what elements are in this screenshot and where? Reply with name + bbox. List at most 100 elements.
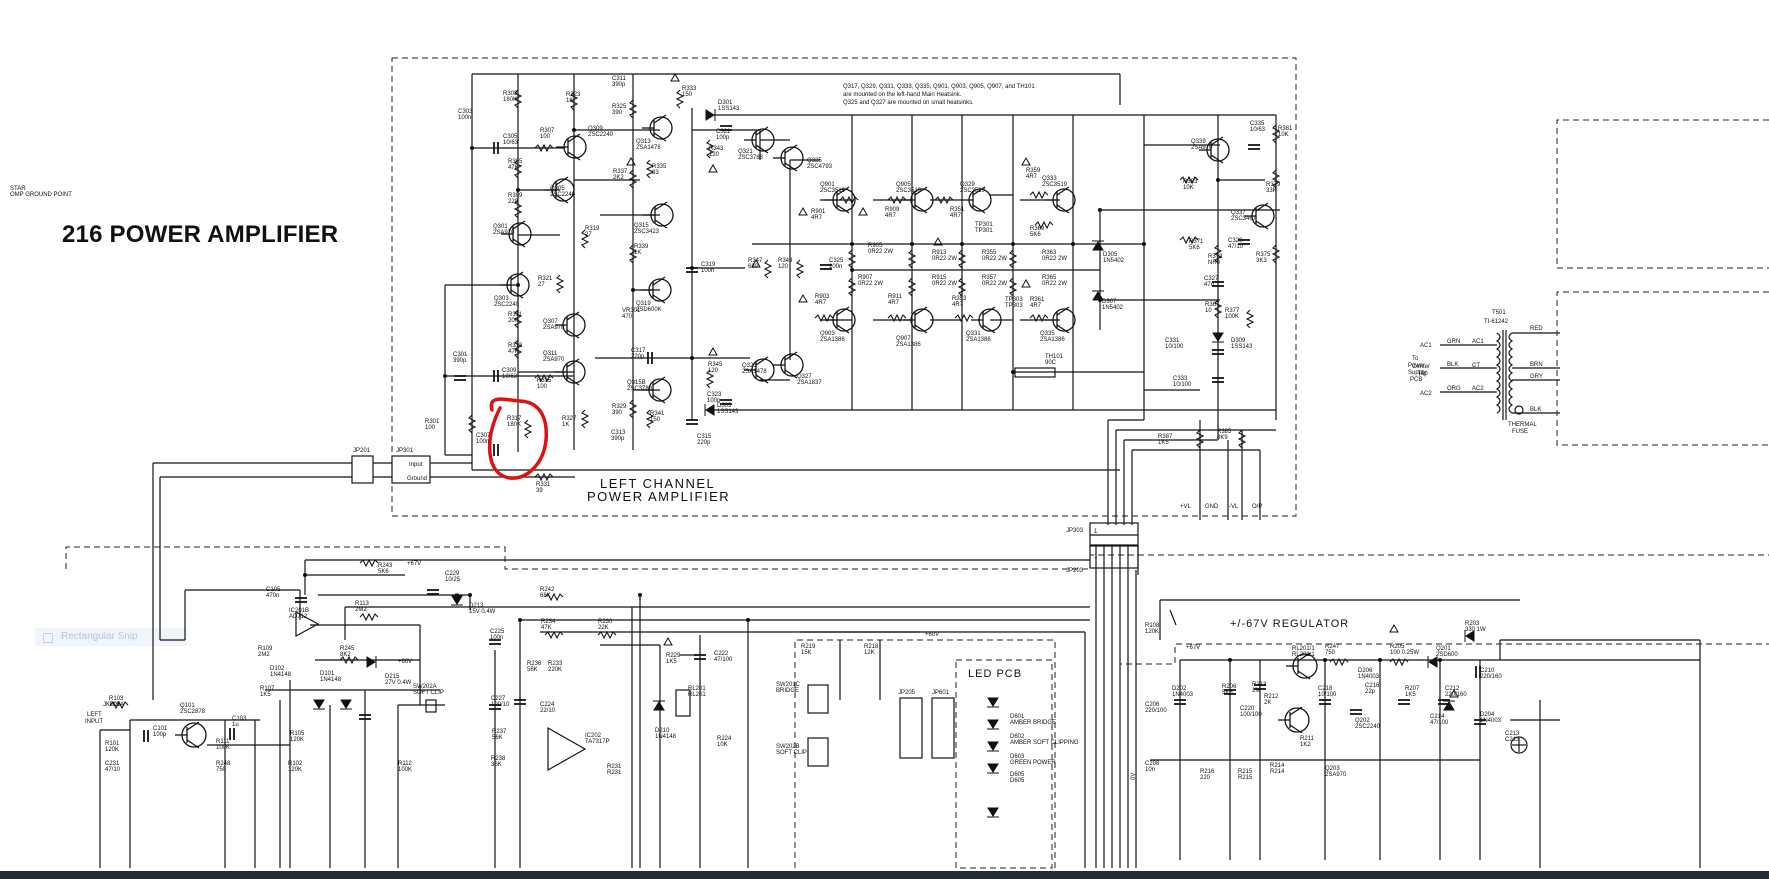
grn-label: GRN [1447,339,1460,345]
supply-p60b: +60V [398,659,412,665]
component-value: 2SA1386 [1040,337,1065,343]
component-ref: R307 [540,128,555,134]
jp601-connector [931,697,955,759]
component-value: 2SA1386 [966,337,991,343]
component-value: SOFT CLIP [413,690,444,696]
component-value: 47/100 [714,657,733,663]
component-ref: C227 [491,696,506,702]
snip-tool-hint: Rectangular Snip [35,628,187,646]
psu-box [1556,291,1769,446]
component-ref: C335 [1250,121,1265,127]
component-ref: C305 [503,134,518,140]
psu-labels: To Power Supply PCB AC1 AC2 Center Tap C… [1408,310,1543,435]
component-value: 1u [232,722,239,728]
component-value: 2SC2240 [1355,724,1381,730]
transistor [773,351,804,379]
component-ref: R245 [340,646,355,652]
transistor [961,186,992,214]
component-value: 0R22 2W [932,256,957,262]
transistor [499,271,530,299]
component-ref: R367 [1205,302,1220,308]
ac1-sec-label: AC1 [1472,339,1484,345]
component-value: 2SA1478 [742,369,767,375]
transistor [501,220,532,248]
component-value: 200 [508,318,519,324]
tap-label: Tap [1418,371,1428,377]
component-ref: C101 [153,726,168,732]
component-value: 2K2 [613,175,624,181]
component-ref: R309 [508,193,523,199]
component-ref: R339 [634,244,649,250]
component-ref: R107 [260,686,275,692]
component-value: 2SA970 [543,325,565,331]
component-ref: R387 [1158,434,1173,440]
component-ref: R105 [290,731,305,737]
component-value: 2K [1264,700,1271,706]
component-ref: C309 [502,368,517,374]
component-ref: R901 [811,209,826,215]
component-value: 0R22 2W [982,281,1007,287]
regulator-label: +/-67V REGULATOR [1230,618,1349,630]
component-ref: R317 [507,416,522,422]
transistor [825,306,856,334]
component-ref: C325 [829,258,844,264]
component-value: 47n [1204,282,1214,288]
component-value: 1N4003 [1358,674,1380,680]
note-line-1: Q317, Q329, Q331, Q333, Q335, Q901, Q903… [843,84,1035,90]
component-value: 4R7 [1030,303,1042,309]
component-ref: R333 [682,86,697,92]
component-value: 390p [612,82,626,88]
component-value: 5K6 [1222,690,1233,696]
component-value: 1N5402 [1103,258,1125,264]
component-ref: D215 [385,674,400,680]
component-ref: R355 [982,250,997,256]
component-ref: Q321 [738,149,753,155]
transistor [825,186,856,214]
component-value: 390p [453,358,467,364]
component-value: 2SA1478 [636,145,661,151]
component-ref: VR301 [622,308,641,314]
component-value: 2SD600K [636,307,662,313]
component-value: TP301 [975,228,993,234]
component-ref: R377 [1225,308,1240,314]
component-value: 3K3 [1256,258,1267,264]
component-ref: D305 [1103,252,1118,258]
component-value: 27 [538,282,545,288]
component-ref: D206 [1358,668,1373,674]
regulator-box [1119,643,1769,868]
component-value: 470n [266,593,279,599]
component-ref: R215 [1238,769,1253,775]
th101-thermistor [1014,367,1056,378]
component-value: 56K [492,735,503,741]
component-value: 220/100 [1145,708,1167,714]
